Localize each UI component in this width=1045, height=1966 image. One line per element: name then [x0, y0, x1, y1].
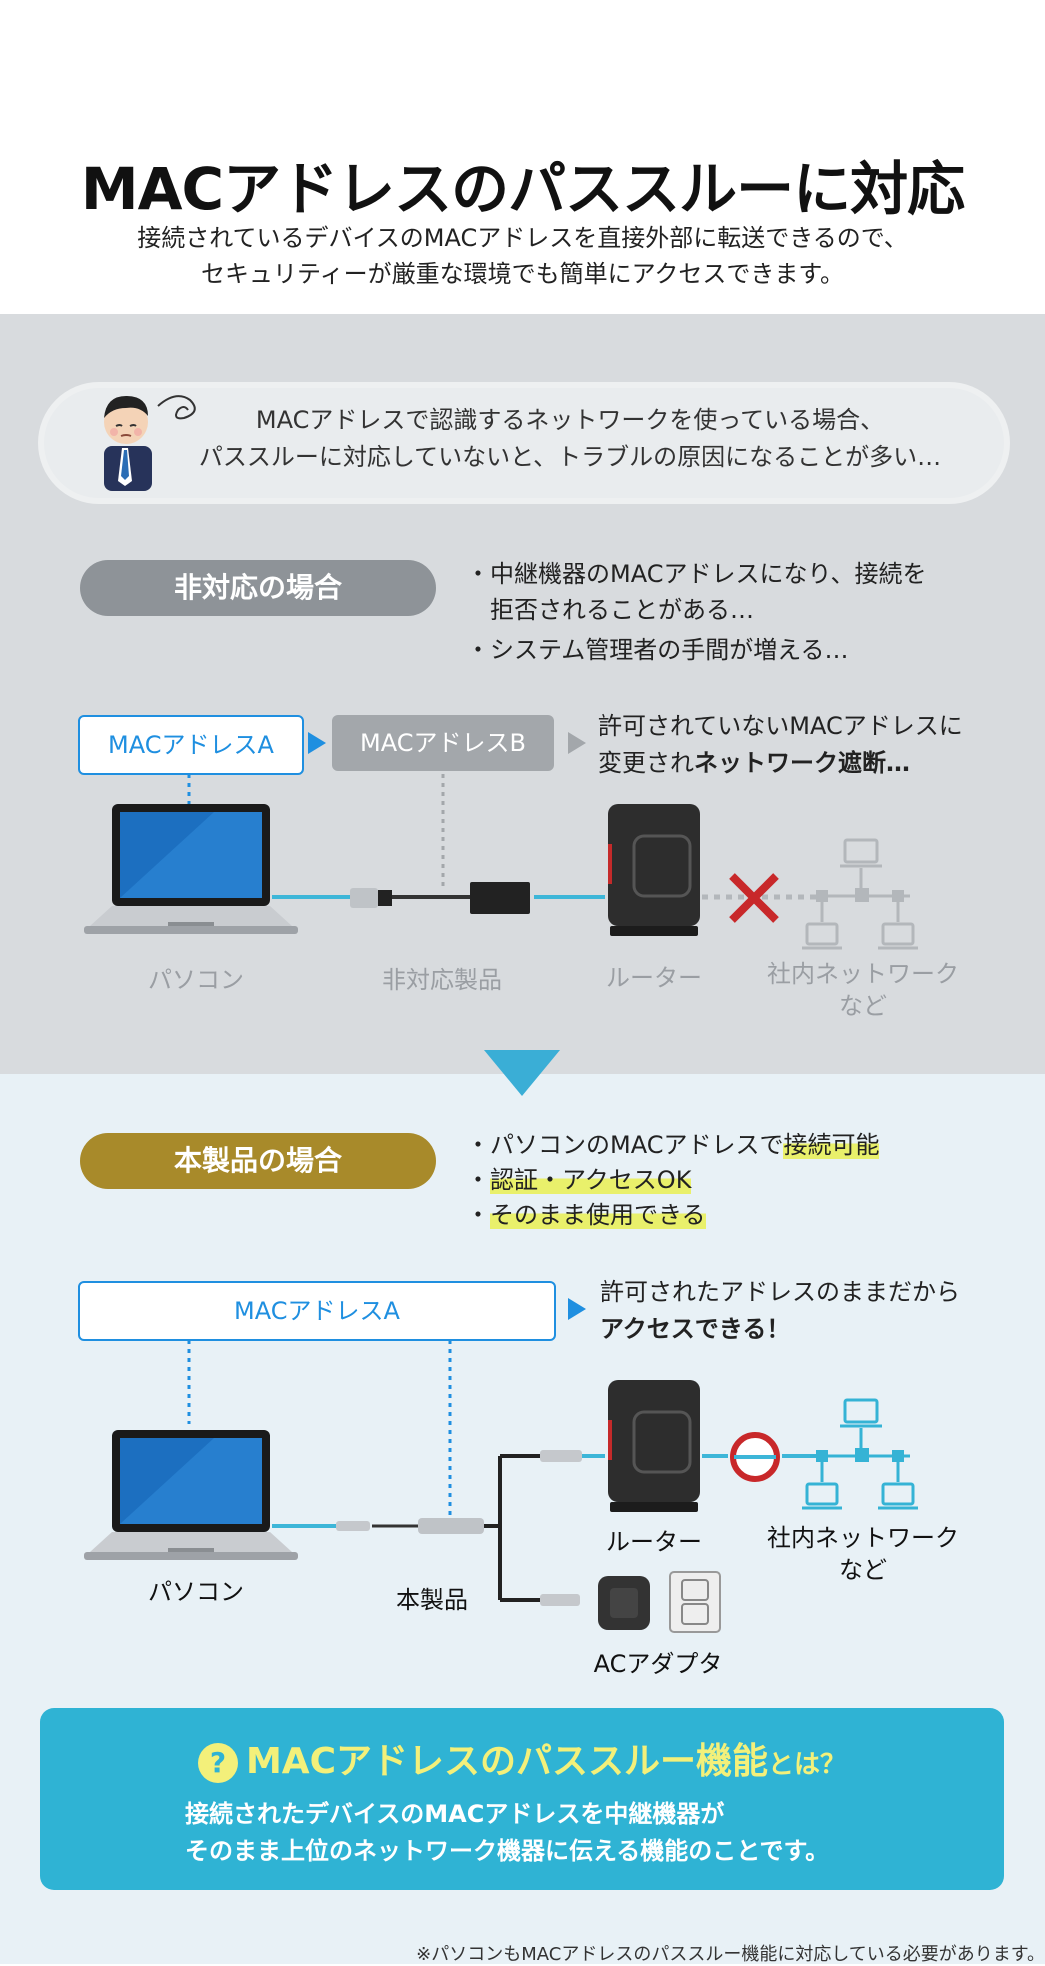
supported-bullet-1: ・パソコンのMACアドレスで接続可能: [466, 1128, 1026, 1163]
label-network: 社内ネットワーク など: [758, 958, 968, 1022]
label-ac-adapter: ACアダプタ: [593, 1650, 723, 1678]
ac-adapter-icon: [598, 1571, 721, 1633]
router-icon: [608, 1380, 700, 1512]
subtitle-line-2: セキュリティーが厳重な環境でも簡単にアクセスできます。: [201, 260, 844, 288]
supported-bullet-2-highlight: 認証・アクセスOK: [490, 1166, 692, 1194]
subtitle-line-1: 接続されているデバイスのMACアドレスを直接外部に転送できるので、: [137, 224, 908, 252]
arrow-right-icon: [568, 1298, 586, 1320]
unsupported-mac-a: MACアドレスA: [78, 715, 304, 775]
label-network-line-1: 社内ネットワーク: [767, 960, 959, 988]
blocked-cross-icon: [729, 873, 779, 923]
label-pc: パソコン: [148, 1578, 244, 1606]
label-network-line-2: など: [839, 1556, 887, 1584]
label-network-line-2: など: [839, 992, 887, 1020]
page-subtitle: 接続されているデバイスのMACアドレスを直接外部に転送できるので、 セキュリティ…: [0, 220, 1045, 292]
info-box: [40, 1708, 1004, 1890]
router-icon: [608, 804, 700, 936]
supported-pill: 本製品の場合: [80, 1133, 436, 1189]
supported-bullets: ・パソコンのMACアドレスで接続可能 ・認証・アクセスOK ・そのまま使用できる: [466, 1128, 1026, 1233]
ok-circle-icon: [730, 1432, 780, 1482]
worried-man-icon: [104, 395, 196, 491]
unsupported-pill: 非対応の場合: [80, 560, 436, 616]
label-router: ルーター: [606, 964, 702, 992]
unsupported-mac-b: MACアドレスB: [332, 715, 554, 771]
unsupported-product-icon: [350, 882, 530, 914]
unsupported-result-line-2: 変更されネットワーク遮断…: [598, 745, 1038, 782]
bubble-text: MACアドレスで認識するネットワークを使っている場合、 パススルーに対応していな…: [170, 402, 970, 476]
bubble-line-2: パススルーに対応していないと、トラブルの原因になることが多い…: [198, 443, 942, 471]
arrow-right-icon: [568, 732, 586, 754]
info-title-main: MACアドレスのパススルー機能: [245, 1741, 769, 1782]
supported-bullet-1-highlight: 接続可能: [783, 1131, 880, 1159]
laptop-icon: [84, 804, 298, 934]
label-pc: パソコン: [148, 966, 244, 994]
bullet-dot: ・: [466, 1201, 490, 1229]
unsupported-bullets: ・中継機器のMACアドレスになり、接続を 拒否されることがある… ・システム管理…: [466, 556, 1026, 668]
thought-bubble: [44, 388, 1004, 498]
supported-mac-a: MACアドレスA: [78, 1281, 556, 1341]
supported-result: 許可されたアドレスのままだから アクセスできる！: [600, 1274, 1040, 1348]
bubble-line-1: MACアドレスで認識するネットワークを使っている場合、: [255, 406, 885, 434]
supported-bullet-3-highlight: そのまま使用できる: [490, 1201, 706, 1229]
unsupported-result-plain: 変更され: [598, 749, 694, 777]
arrow-down-icon: [484, 1050, 560, 1096]
info-title: ?MACアドレスのパススルー機能とは？: [40, 1732, 1004, 1784]
info-title-suffix: とは？: [768, 1750, 847, 1780]
supported-result-line-1: 許可されたアドレスのままだから: [600, 1278, 960, 1306]
unsupported-diagram: [187, 774, 820, 900]
page-title: MACアドレスのパススルーに対応: [80, 155, 965, 223]
info-text-line-1: 接続されたデバイスのMACアドレスを中継機器が: [185, 1800, 725, 1828]
supported-bullet-3: ・そのまま使用できる: [466, 1198, 1026, 1233]
network-gray-icon: [802, 838, 918, 950]
unsupported-result: 許可されていないMACアドレスに 変更されネットワーク遮断…: [598, 708, 1038, 782]
unsupported-bullet-2: ・システム管理者の手間が増える…: [466, 636, 849, 664]
info-text: 接続されたデバイスのMACアドレスを中継機器が そのまま上位のネットワーク機器に…: [185, 1796, 985, 1870]
unsupported-bullet-1-cont: 拒否されることがある…: [490, 596, 754, 624]
label-product: 本製品: [396, 1586, 468, 1614]
bullet-dot: ・: [466, 1166, 490, 1194]
network-icon: [802, 1398, 918, 1510]
unsupported-result-bold: ネットワーク遮断…: [694, 749, 910, 777]
label-network: 社内ネットワーク など: [758, 1522, 968, 1586]
question-icon: ?: [197, 1743, 238, 1783]
arrow-right-icon: [308, 732, 326, 754]
unsupported-bullet-1: ・中継機器のMACアドレスになり、接続を: [466, 560, 927, 588]
label-network-line-1: 社内ネットワーク: [767, 1524, 959, 1552]
laptop-icon: [84, 1430, 298, 1560]
supported-bullet-1-plain: ・パソコンのMACアドレスで: [466, 1131, 784, 1159]
unsupported-result-line-1: 許可されていないMACアドレスに: [598, 712, 963, 740]
label-unsupported-product: 非対応製品: [382, 966, 502, 994]
supported-result-line-2: アクセスできる！: [600, 1315, 791, 1343]
info-text-line-2: そのまま上位のネットワーク機器に伝える機能のことです。: [185, 1837, 830, 1865]
supported-bullet-2: ・認証・アクセスOK: [466, 1163, 1026, 1198]
label-router: ルーター: [606, 1528, 702, 1556]
supported-diagram: [187, 1340, 820, 1606]
footnote: ※パソコンもMACアドレスのパススルー機能に対応している必要があります。: [416, 1944, 1045, 1965]
